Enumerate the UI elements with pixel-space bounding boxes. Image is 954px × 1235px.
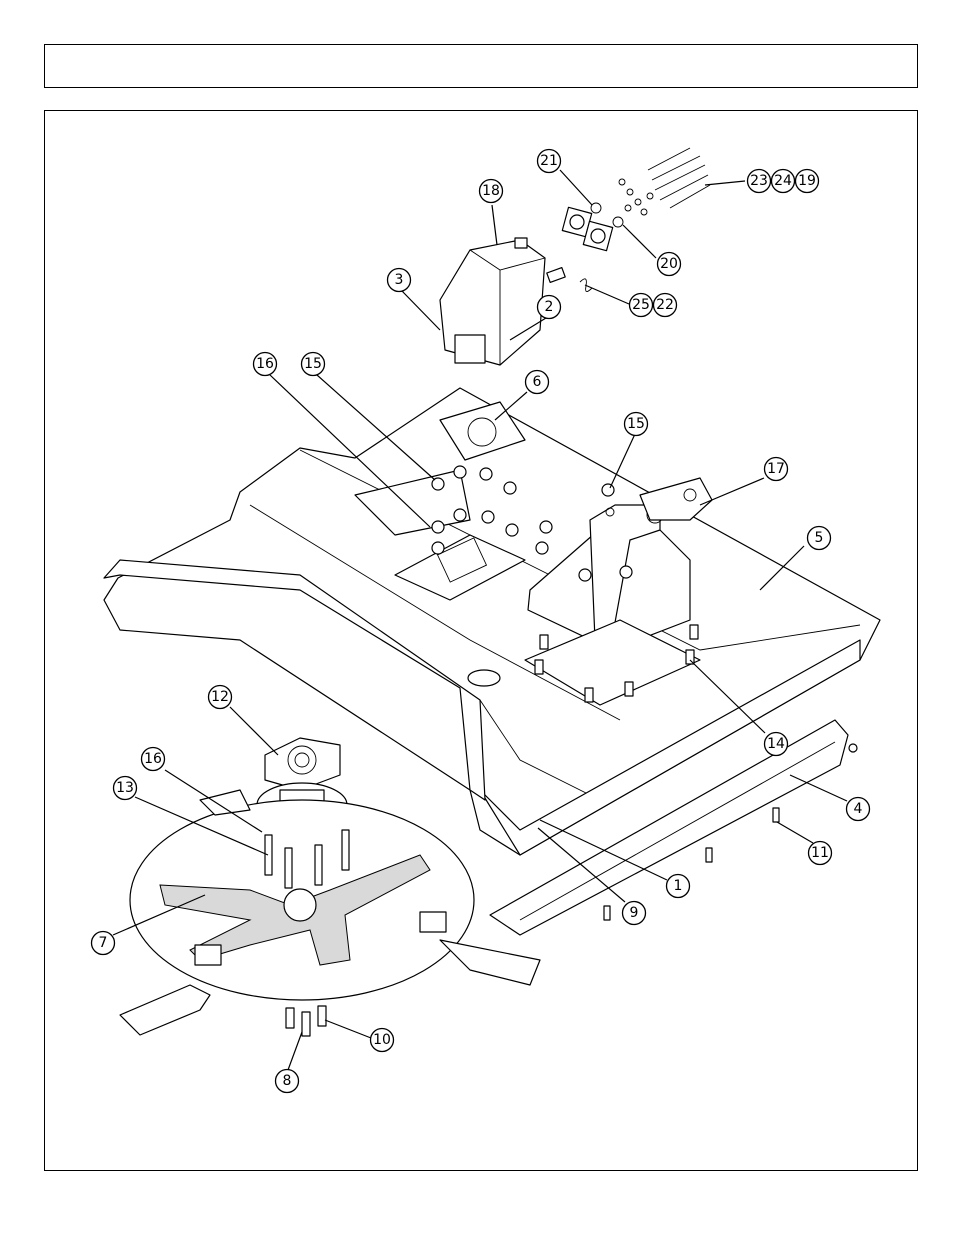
header-box: [44, 44, 918, 88]
callout-3: 3: [386, 267, 412, 293]
deck-hardware: [431, 465, 699, 703]
callout-19: 19: [794, 168, 820, 194]
callout-11-label: 11: [811, 845, 829, 861]
callout-18-label: 18: [482, 183, 500, 199]
callout-12: 12: [207, 684, 233, 710]
callout-2: 2: [536, 294, 562, 320]
callout-16-lower: 16: [140, 746, 166, 772]
callout-18: 18: [478, 178, 504, 204]
callout-17: 17: [763, 456, 789, 482]
callout-20-label: 20: [660, 256, 678, 272]
callout-1: 1: [665, 873, 691, 899]
callout-4: 4: [845, 796, 871, 822]
callout-23: 23: [746, 168, 772, 194]
callout-20: 20: [656, 251, 682, 277]
callout-5: 5: [806, 525, 832, 551]
callout-2-label: 2: [545, 299, 554, 315]
callout-6-label: 6: [533, 374, 542, 390]
callout-22-label: 22: [656, 297, 674, 313]
gearbox: [439, 237, 546, 366]
callout-25-label: 25: [632, 297, 650, 313]
callout-16-lower-label: 16: [144, 751, 162, 767]
callout-7-label: 7: [99, 935, 108, 951]
callout-16-upper-label: 16: [256, 356, 274, 372]
callout-15-right-label: 15: [627, 416, 645, 432]
callout-17-label: 17: [767, 461, 785, 477]
callout-24-label: 24: [774, 173, 792, 189]
hitch-bracket: [524, 477, 713, 706]
leader-lines: [112, 169, 848, 1071]
callout-6: 6: [524, 369, 550, 395]
callout-16-upper: 16: [252, 351, 278, 377]
callout-7: 7: [90, 930, 116, 956]
spindle-bolts: [264, 829, 350, 1037]
callout-14-label: 14: [767, 736, 785, 752]
callout-5-label: 5: [815, 530, 824, 546]
callout-24: 24: [770, 168, 796, 194]
callout-8-label: 8: [283, 1073, 292, 1089]
bolt-set: [618, 147, 711, 216]
callout-11: 11: [807, 840, 833, 866]
blade-carrier-disc: [129, 799, 475, 1001]
callout-15-right: 15: [623, 411, 649, 437]
callout-15-left-label: 15: [304, 356, 322, 372]
callout-25: 25: [628, 292, 654, 318]
mower-deck: [103, 387, 881, 856]
callout-9-label: 9: [630, 905, 639, 921]
callout-13-label: 13: [116, 780, 134, 796]
callout-4-label: 4: [854, 801, 863, 817]
callout-15-left: 15: [300, 351, 326, 377]
callout-23-label: 23: [750, 173, 768, 189]
callout-21-label: 21: [540, 153, 558, 169]
callout-3-label: 3: [395, 272, 404, 288]
callout-21: 21: [536, 148, 562, 174]
loose-bolts: [603, 743, 858, 921]
callout-10: 10: [369, 1027, 395, 1053]
callout-9: 9: [621, 900, 647, 926]
callout-14: 14: [763, 731, 789, 757]
cutting-blades: [119, 789, 541, 1036]
bearing-caps: [546, 202, 624, 292]
callout-13: 13: [112, 775, 138, 801]
callout-8: 8: [274, 1068, 300, 1094]
callout-10-label: 10: [373, 1032, 391, 1048]
callout-19-label: 19: [798, 173, 816, 189]
callout-1-label: 1: [674, 878, 683, 894]
callout-12-label: 12: [211, 689, 229, 705]
diagram-frame: [44, 110, 918, 1171]
callout-22: 22: [652, 292, 678, 318]
